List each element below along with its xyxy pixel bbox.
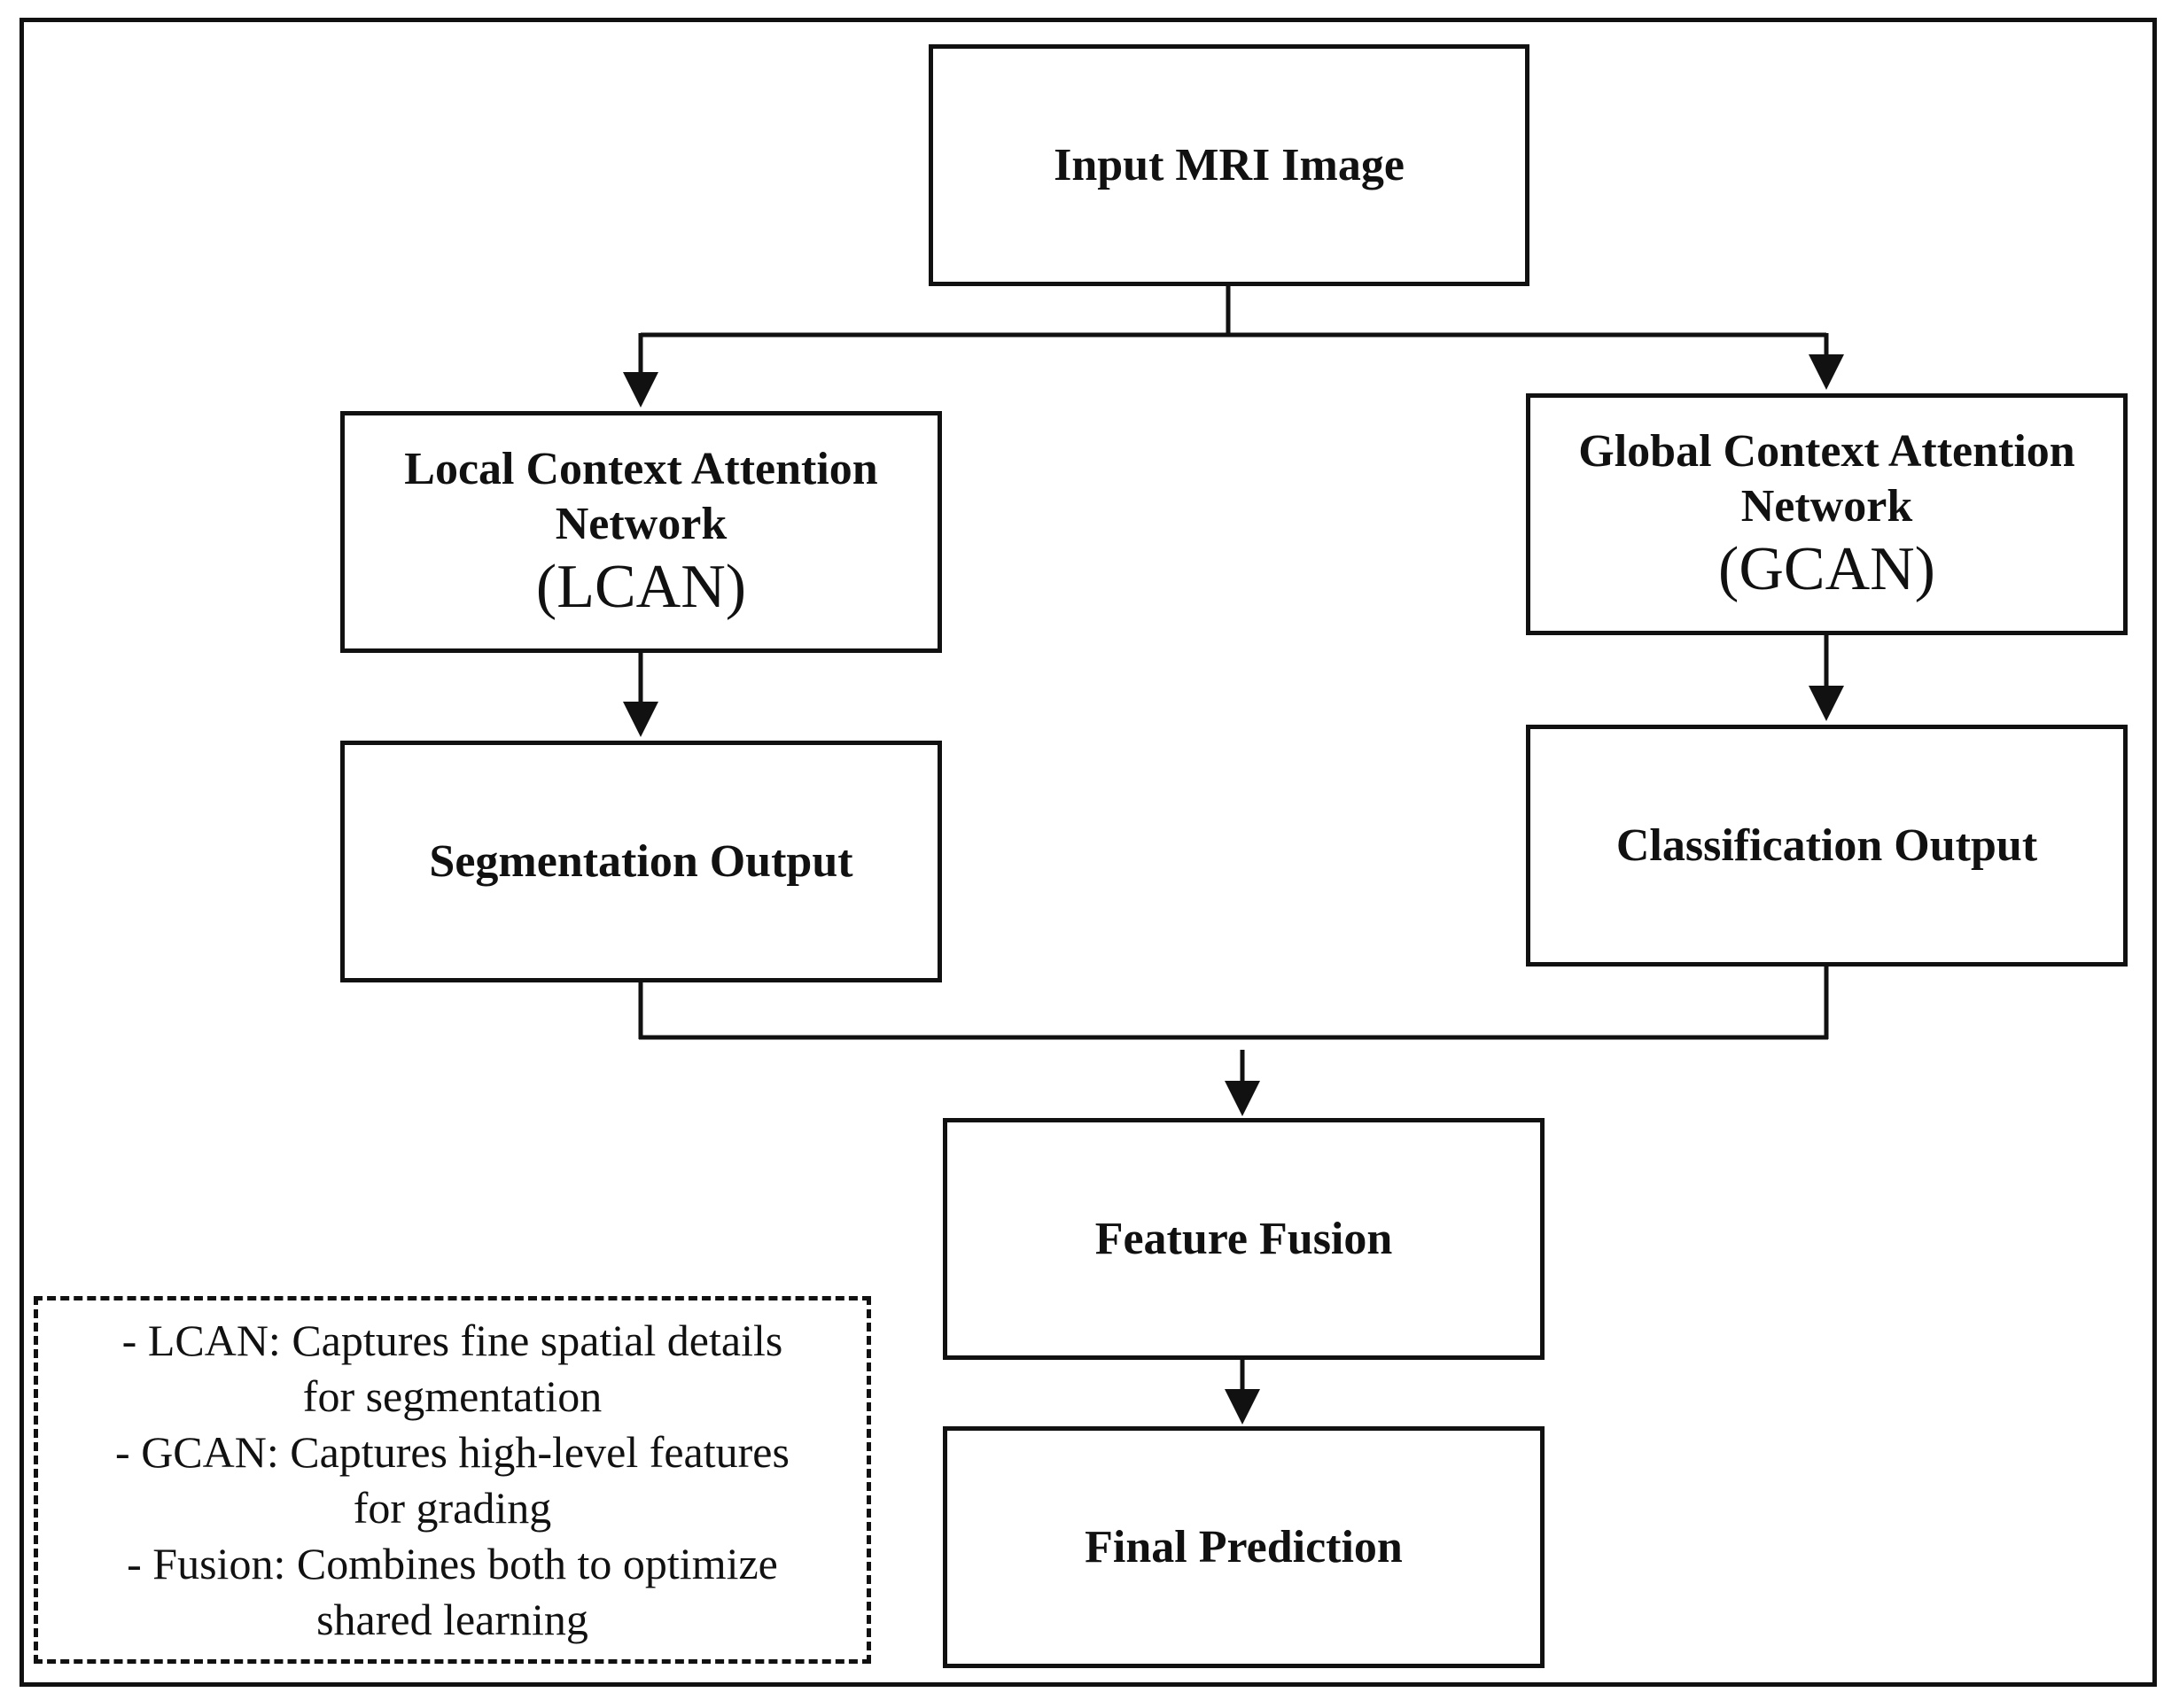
gcan-node-label-line1: Global Context Attention: [1578, 425, 2075, 477]
lcan-node-label-line1: Local Context Attention: [404, 443, 878, 494]
legend-note-box: - LCAN: Captures fine spatial details fo…: [34, 1296, 871, 1664]
diagram-frame: [19, 18, 2157, 1687]
lcan-node-label-line2: Network: [555, 498, 728, 549]
segmentation-node: Segmentation Output: [340, 741, 942, 982]
note-line: shared learning: [316, 1594, 588, 1644]
note-line: - Fusion: Combines both to optimize: [127, 1538, 778, 1588]
input-node: Input MRI Image: [929, 44, 1529, 286]
note-line: for grading: [353, 1482, 552, 1533]
input-node-label: Input MRI Image: [1054, 139, 1405, 190]
segmentation-node-label: Segmentation Output: [429, 835, 853, 887]
gcan-node-abbr: (GCAN): [1718, 534, 1935, 603]
lcan-node-abbr: (LCAN): [535, 552, 747, 621]
gcan-node-label-line2: Network: [1740, 480, 1913, 532]
classification-node-label: Classification Output: [1615, 819, 2038, 871]
note-line: - GCAN: Captures high-level features: [115, 1426, 790, 1477]
note-line: for segmentation: [302, 1370, 603, 1421]
prediction-node-label: Final Prediction: [1085, 1521, 1403, 1572]
note-line: - LCAN: Captures fine spatial details: [121, 1315, 783, 1365]
prediction-node: Final Prediction: [943, 1426, 1545, 1668]
gcan-node: Global Context Attention Network (GCAN): [1526, 393, 2128, 635]
classification-node: Classification Output: [1526, 725, 2128, 967]
lcan-node: Local Context Attention Network (LCAN): [340, 411, 942, 653]
fusion-node: Feature Fusion: [943, 1118, 1545, 1360]
fusion-node-label: Feature Fusion: [1094, 1213, 1393, 1264]
